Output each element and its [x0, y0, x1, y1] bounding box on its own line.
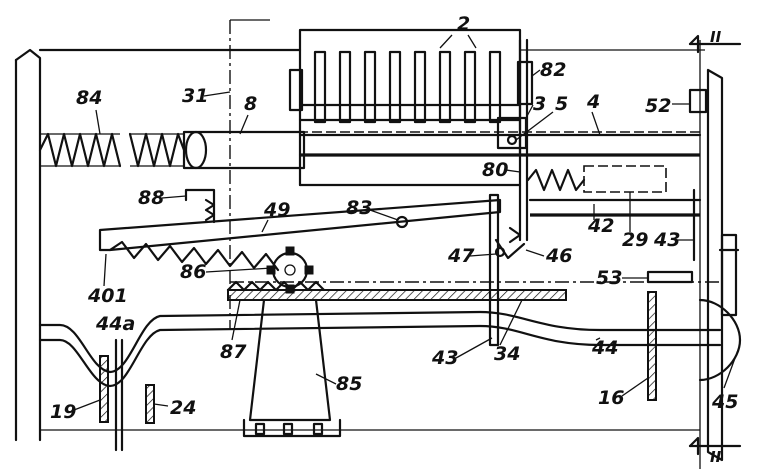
- label-43-upper: 43: [653, 229, 680, 251]
- drum-assembly-2: [288, 28, 534, 157]
- reference-labels: 2 82 3 5 4 52 84 31 8 80 88 49 83 42 29 …: [50, 13, 739, 466]
- section-label-bottom: II: [710, 448, 722, 466]
- label-46: 46: [545, 245, 572, 267]
- section-label-top: II: [710, 28, 722, 46]
- label-31: 31: [182, 85, 208, 107]
- label-16: 16: [598, 387, 624, 409]
- post-43: [488, 193, 526, 347]
- break-marks: [114, 338, 124, 452]
- spring-84: [38, 132, 186, 168]
- label-43-lower: 43: [431, 347, 458, 369]
- label-52: 52: [645, 95, 671, 117]
- label-8: 8: [244, 93, 257, 115]
- label-3: 3: [533, 93, 546, 115]
- label-5: 5: [555, 93, 568, 115]
- drum-ribs: [313, 50, 502, 124]
- label-42: 42: [587, 215, 614, 237]
- rack-401: [98, 198, 502, 272]
- label-53: 53: [596, 267, 622, 289]
- spring-88: [184, 188, 216, 224]
- label-2: 2: [457, 13, 470, 35]
- plate-16: [647, 291, 657, 401]
- slide-plate-4: [298, 133, 702, 187]
- lever-80: [496, 38, 529, 242]
- label-19: 19: [50, 401, 76, 423]
- left-frame-wall: [14, 48, 42, 442]
- rail-42: [528, 188, 702, 262]
- section-marker-bottom: [688, 436, 742, 456]
- plate-53: [646, 270, 694, 284]
- label-49: 49: [263, 199, 290, 221]
- label-44: 44: [591, 337, 618, 359]
- label-4: 4: [586, 91, 600, 113]
- section-marker-top: [688, 34, 742, 54]
- label-29: 29: [622, 229, 648, 251]
- spring-29: [526, 165, 667, 193]
- label-45: 45: [711, 391, 738, 413]
- rod-8: [182, 130, 700, 170]
- bracket-85: [242, 298, 342, 438]
- label-47: 47: [447, 245, 475, 267]
- rack-87: [226, 280, 567, 301]
- label-80: 80: [482, 159, 508, 181]
- shaft-44: [38, 310, 722, 388]
- label-34: 34: [494, 343, 520, 365]
- label-87: 87: [220, 341, 247, 363]
- label-44a: 44a: [95, 313, 135, 335]
- label-24: 24: [170, 397, 196, 419]
- label-88: 88: [138, 187, 164, 209]
- label-85: 85: [336, 373, 362, 395]
- label-82: 82: [540, 59, 566, 81]
- pinion-86: [266, 246, 314, 294]
- label-83: 83: [346, 197, 372, 219]
- cam-45: [698, 298, 742, 382]
- label-84: 84: [76, 87, 102, 109]
- plate-24: [145, 384, 155, 424]
- label-401: 401: [87, 285, 128, 307]
- plate-19: [99, 355, 109, 423]
- label-86: 86: [180, 261, 206, 283]
